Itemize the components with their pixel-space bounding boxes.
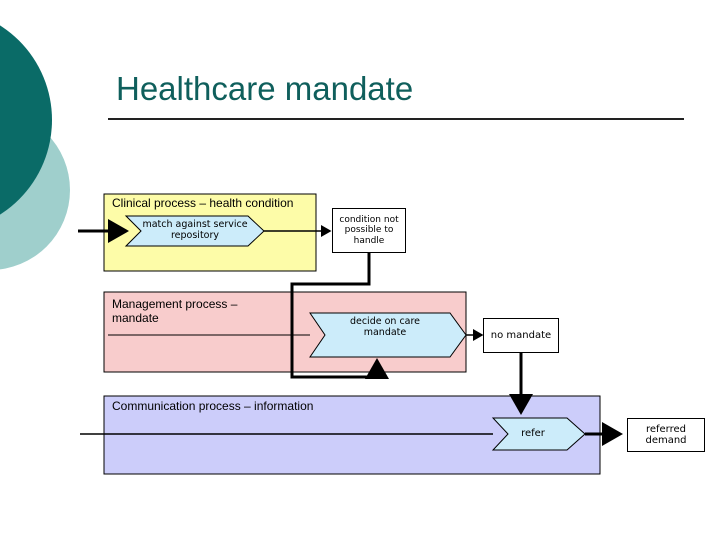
- arrow-condition-to-decide: [290, 253, 389, 379]
- lane-label-communication: Communication process – information: [112, 399, 314, 413]
- lane-label-clinical: Clinical process – health condition: [112, 196, 294, 210]
- title-divider: [108, 118, 684, 120]
- state-referred-box: referred demand: [627, 418, 705, 452]
- step-decide-shape: [309, 312, 467, 358]
- step-refer-label: refer: [521, 428, 545, 440]
- step-decide-label: decide on care mandate: [349, 316, 421, 338]
- decor-circle-dark: [0, 25, 52, 215]
- step-refer-shape: [491, 417, 586, 451]
- page-title: Healthcare mandate: [116, 70, 414, 107]
- step-match-shape: [124, 215, 265, 247]
- state-no-mandate-box: no mandate: [483, 318, 559, 353]
- state-condition-box: condition not possible to handle: [332, 208, 406, 253]
- step-match-label: match against service repository: [142, 219, 248, 241]
- lane-label-management: Management process – mandate: [112, 297, 238, 325]
